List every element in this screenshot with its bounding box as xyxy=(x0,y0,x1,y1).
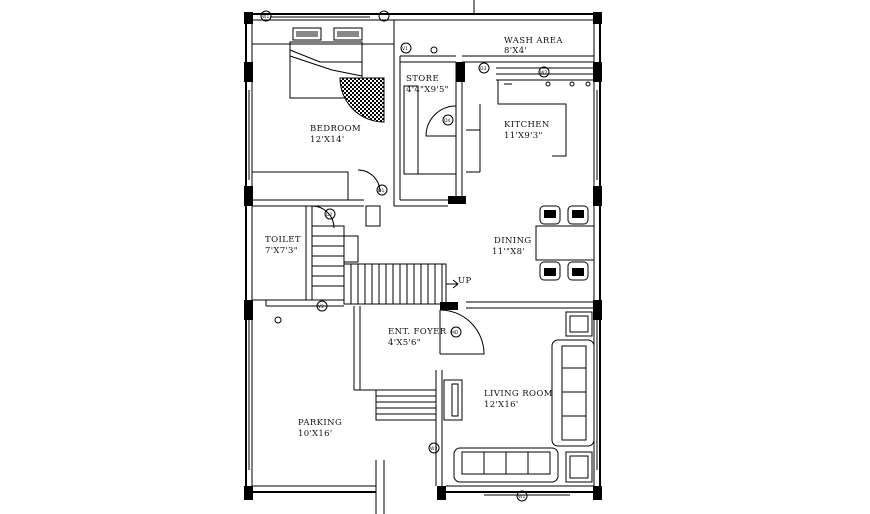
tag-w3: W3 xyxy=(430,446,437,452)
tv-unit xyxy=(443,379,463,421)
windows xyxy=(248,13,598,496)
ent-foyer-dim: 4'X5'6" xyxy=(388,338,421,348)
tag-w1-bottom: W1 xyxy=(518,494,525,500)
toilet-dim: 7'X7'3" xyxy=(265,246,298,256)
tag-v1: V1 xyxy=(402,46,408,52)
parking-name: PARKING xyxy=(298,418,342,428)
tag-w1-top: W1 xyxy=(262,14,269,20)
bedroom-wardrobe xyxy=(251,171,349,201)
store-name: STORE xyxy=(406,74,439,84)
tag-v2: V2 xyxy=(318,304,324,310)
stair-up-label: UP xyxy=(458,276,471,286)
tag-w2: W2 xyxy=(540,70,547,76)
toilet-name: TOILET xyxy=(265,235,301,245)
ent-foyer-name: ENT. FOYER xyxy=(388,327,447,337)
kitchen-sink-hob xyxy=(504,81,591,87)
bedroom-name: BEDROOM xyxy=(310,124,361,134)
toilet-fixtures xyxy=(311,169,381,229)
tag-markers xyxy=(260,10,550,502)
kitchen-dim: 11'X9'3" xyxy=(504,131,543,141)
tag-d3: D3 xyxy=(480,66,486,72)
store-door xyxy=(425,105,457,166)
bedroom-door-swing xyxy=(339,77,385,123)
kitchen-counter xyxy=(466,80,567,173)
dining-dim: 11'"X8' xyxy=(492,247,525,257)
tag-d2: D2 xyxy=(326,212,332,218)
foyer-door xyxy=(439,309,485,355)
tag-d4: D4 xyxy=(444,118,450,124)
side-tables xyxy=(565,311,593,483)
tag-md: MD xyxy=(451,330,459,336)
living-room-dim: 12'X16' xyxy=(484,400,518,410)
living-room-name: LIVING ROOM xyxy=(484,389,553,399)
wash-area-dim: 8'X4' xyxy=(504,46,527,56)
dining-name: DINING xyxy=(494,236,532,246)
tag-d1: D1 xyxy=(378,188,384,194)
staircase xyxy=(311,225,459,421)
parking-dim: 10'X16' xyxy=(298,429,332,439)
store-dim: 4'4"X9'5" xyxy=(406,85,449,95)
sofa-right xyxy=(551,339,595,447)
sofa-bottom xyxy=(453,447,559,483)
bed xyxy=(252,27,394,99)
bedroom-dim: 12'X14' xyxy=(310,135,344,145)
kitchen-name: KITCHEN xyxy=(504,120,550,130)
dining-table xyxy=(535,205,595,281)
structural-columns xyxy=(244,12,602,500)
wash-area-name: WASH AREA xyxy=(504,36,563,46)
